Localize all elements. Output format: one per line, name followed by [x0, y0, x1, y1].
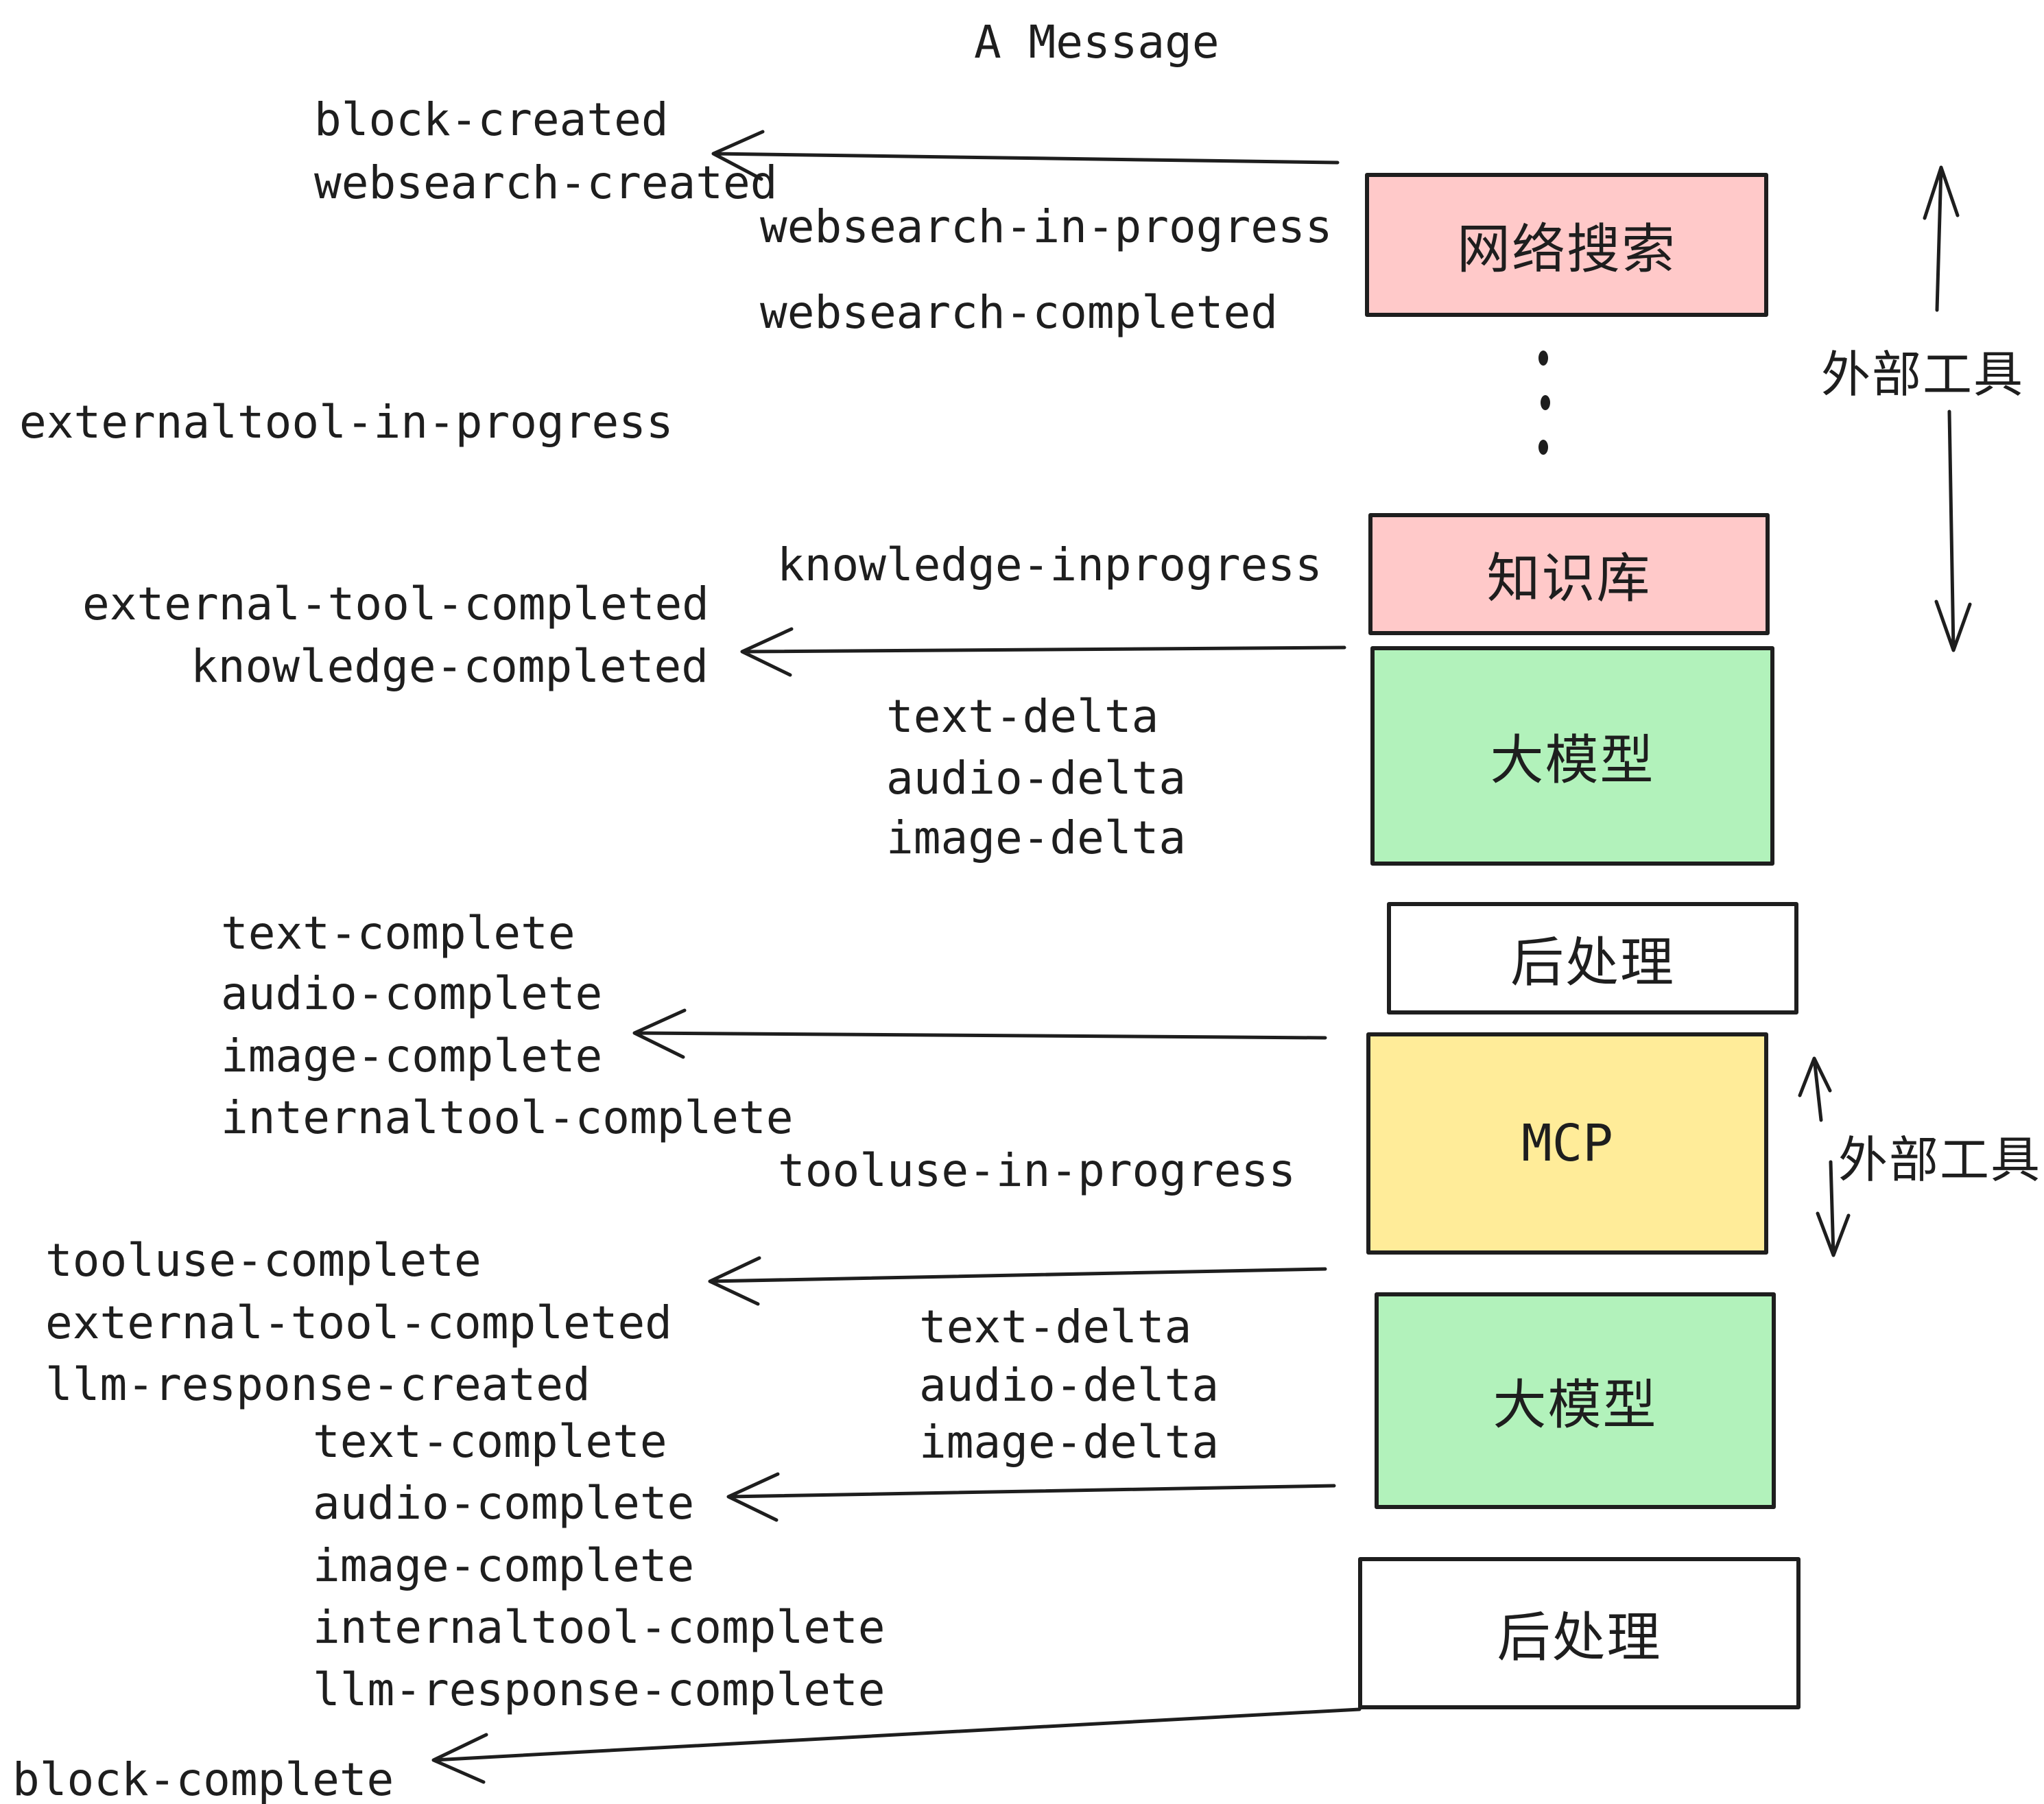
- box-llm-2: 大模型: [1375, 1292, 1776, 1509]
- box-llm-1-label: 大模型: [1490, 730, 1655, 790]
- external-tool-down-arrow-2: [1816, 1160, 1851, 1257]
- event-label-websearch-completed: websearch-completed: [760, 286, 1278, 339]
- arrow-to-block-created: [711, 130, 1340, 181]
- box-websearch-label: 网络搜索: [1456, 219, 1676, 279]
- arrow-to-audio-complete: [726, 1472, 1336, 1522]
- event-label-tooluse-in-progress: tooluse-in-progress: [778, 1144, 1296, 1197]
- external-tool-up-arrow-1: [1923, 165, 1960, 312]
- event-label-audio-delta-2: audio-delta: [919, 1359, 1220, 1412]
- box-mcp-label: MCP: [1521, 1114, 1613, 1173]
- arrow-to-tooluse-complete: [708, 1256, 1327, 1306]
- event-label-image-delta-1: image-delta: [886, 811, 1187, 864]
- box-postprocess-1-label: 后处理: [1510, 932, 1675, 993]
- event-label-external-tool-completed-1: external-tool-completed: [82, 578, 709, 630]
- external-tool-down-arrow-1: [1934, 410, 1972, 652]
- external-tools-label-1: 外部工具: [1821, 348, 2025, 403]
- event-label-knowledge-inprogress: knowledge-inprogress: [777, 538, 1322, 591]
- arrow-to-knowledge-completed: [740, 627, 1346, 677]
- event-label-websearch-in-progress: websearch-in-progress: [760, 200, 1333, 253]
- arrow-to-block-complete: [431, 1707, 1362, 1784]
- event-label-websearch-created: websearch-created: [314, 156, 778, 209]
- event-label-audio-complete-1: audio-complete: [221, 967, 603, 1020]
- event-label-text-complete-1: text-complete: [221, 907, 575, 960]
- event-label-block-created: block-created: [314, 93, 669, 146]
- event-label-audio-complete-2: audio-complete: [313, 1477, 695, 1530]
- box-mcp: MCP: [1366, 1032, 1768, 1255]
- event-label-text-delta-2: text-delta: [919, 1301, 1192, 1353]
- box-knowledge-label: 知识库: [1486, 548, 1652, 608]
- box-postprocess-2: 后处理: [1358, 1557, 1801, 1709]
- event-label-externaltool-in-progress: externaltool-in-progress: [19, 396, 674, 449]
- event-label-tooluse-complete: tooluse-complete: [45, 1234, 482, 1287]
- event-label-text-delta-1: text-delta: [886, 690, 1159, 743]
- event-label-text-complete-2: text-complete: [313, 1415, 667, 1468]
- box-websearch: 网络搜索: [1365, 173, 1768, 317]
- box-llm-2-label: 大模型: [1493, 1375, 1658, 1435]
- arrow-to-image-complete: [632, 1008, 1327, 1059]
- event-label-image-complete-1: image-complete: [221, 1030, 603, 1082]
- event-label-knowledge-completed: knowledge-completed: [191, 640, 709, 693]
- ellipsis-dots: [1538, 351, 1550, 455]
- event-label-external-tool-completed-2: external-tool-completed: [45, 1296, 672, 1349]
- external-tools-label-2: 外部工具: [1838, 1133, 2042, 1188]
- diagram-title: A Message: [974, 16, 1220, 69]
- event-label-llm-response-complete: llm-response-complete: [313, 1663, 886, 1716]
- event-label-llm-response-created: llm-response-created: [45, 1358, 591, 1411]
- box-postprocess-2-label: 后处理: [1497, 1607, 1662, 1667]
- external-tool-up-arrow-2: [1798, 1056, 1832, 1122]
- event-label-image-delta-2: image-delta: [919, 1416, 1220, 1469]
- event-label-image-complete-2: image-complete: [313, 1539, 695, 1592]
- box-llm-1: 大模型: [1370, 646, 1774, 866]
- event-label-block-complete: block-complete: [12, 1753, 394, 1804]
- event-label-audio-delta-1: audio-delta: [886, 752, 1187, 805]
- box-postprocess-1: 后处理: [1387, 902, 1798, 1014]
- event-label-internaltool-complete-2: internaltool-complete: [313, 1601, 886, 1654]
- box-knowledge: 知识库: [1368, 513, 1770, 635]
- event-label-internaltool-complete-1: internaltool-complete: [221, 1091, 794, 1144]
